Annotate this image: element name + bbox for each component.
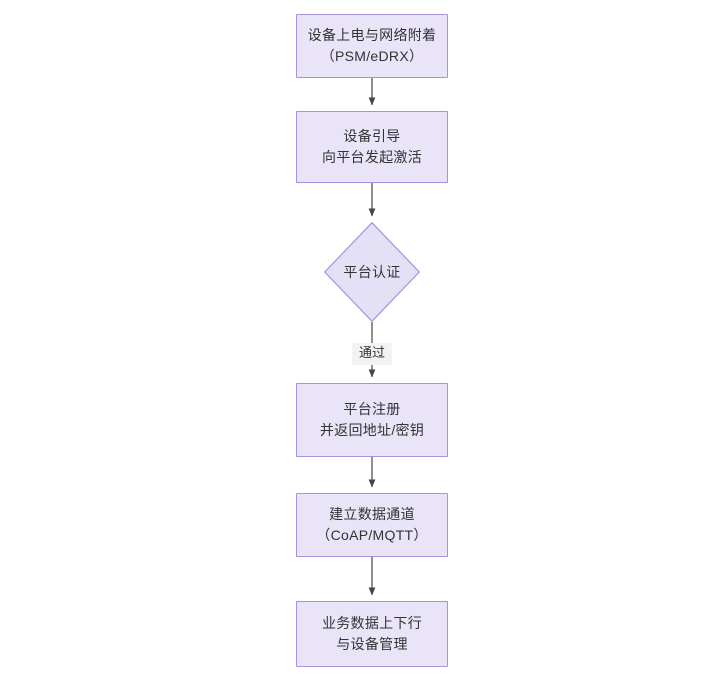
node-platform-auth[interactable]: 平台认证 — [324, 222, 420, 322]
node-bootstrap-line-2: 向平台发起激活 — [321, 149, 423, 165]
node-power-on[interactable]: 设备上电与网络附着 （PSM/eDRX） — [296, 14, 448, 78]
node-platform-auth-label: 平台认证 — [343, 264, 401, 280]
node-service-data-line-1: 业务数据上下行 — [321, 615, 423, 631]
node-platform-register[interactable]: 平台注册 并返回地址/密钥 — [296, 383, 448, 457]
node-data-channel-line-1: 建立数据通道 — [329, 506, 415, 522]
node-service-data[interactable]: 业务数据上下行 与设备管理 — [296, 601, 448, 667]
node-platform-register-line-2: 并返回地址/密钥 — [319, 422, 425, 438]
node-platform-register-line-1: 平台注册 — [343, 401, 401, 417]
node-power-on-line-2: （PSM/eDRX） — [320, 48, 424, 64]
node-bootstrap[interactable]: 设备引导 向平台发起激活 — [296, 111, 448, 183]
node-power-on-line-1: 设备上电与网络附着 — [307, 27, 437, 43]
edge-label-pass-text: 通过 — [358, 345, 385, 360]
node-data-channel-line-2: （CoAP/MQTT） — [316, 527, 428, 543]
node-service-data-line-2: 与设备管理 — [336, 636, 408, 652]
node-bootstrap-line-1: 设备引导 — [343, 128, 401, 144]
diamond-shape — [324, 222, 420, 322]
edge-label-pass: 通过 — [352, 343, 392, 365]
node-data-channel[interactable]: 建立数据通道 （CoAP/MQTT） — [296, 493, 448, 557]
